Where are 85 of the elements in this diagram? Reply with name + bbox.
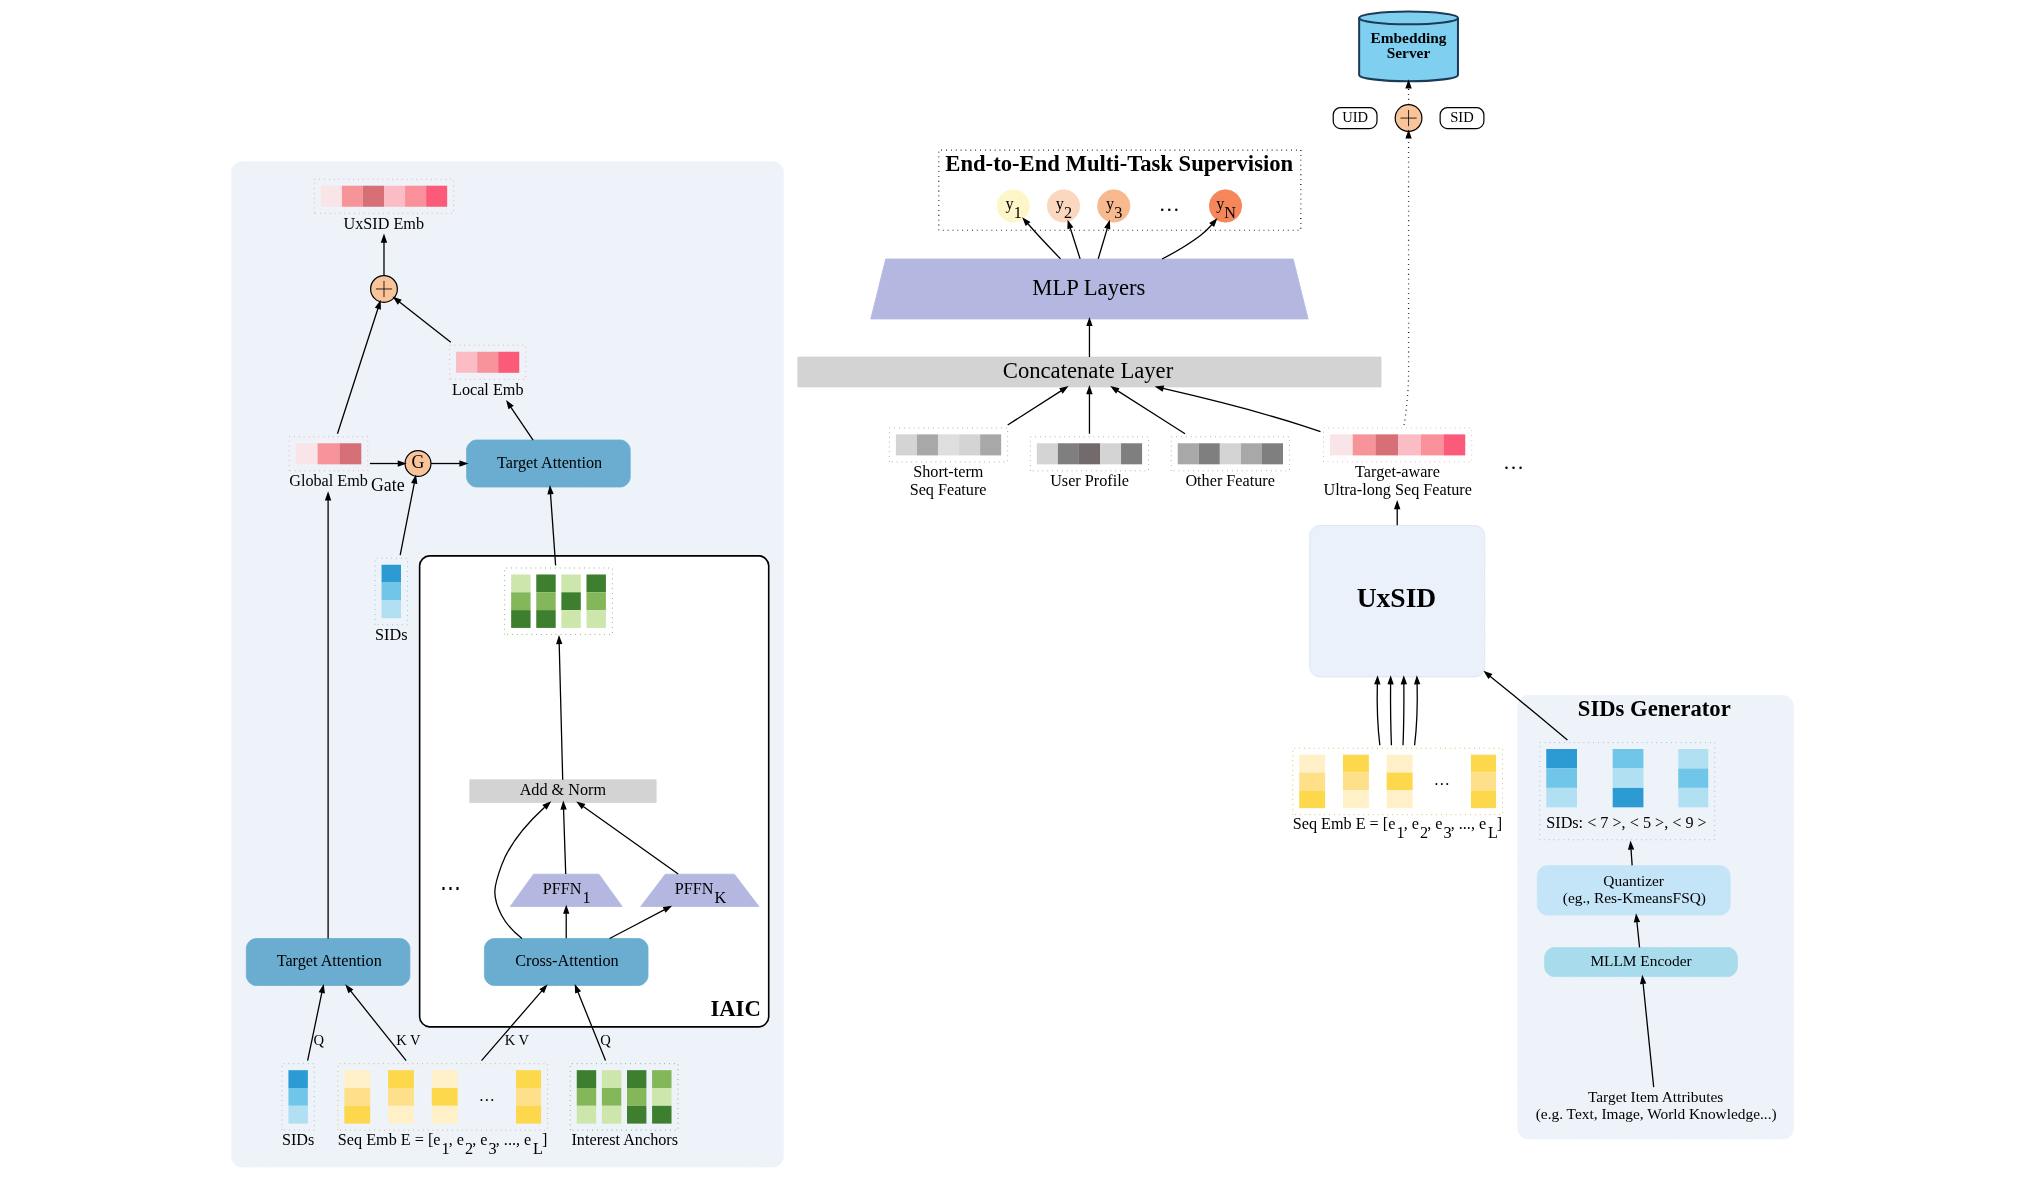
arrow (1483, 670, 1569, 741)
edge-label: K V (504, 1031, 530, 1048)
node-label: User Profile (1050, 472, 1129, 491)
arrow (1161, 218, 1218, 260)
node-label: Target-aware Ultra-long Seq Feature (1323, 463, 1472, 500)
node-box: UxSID (1309, 525, 1486, 678)
arrow (399, 474, 418, 556)
arrow (345, 984, 407, 1062)
node-box (449, 344, 527, 380)
node-box (569, 1063, 679, 1131)
node-box: … (337, 1063, 548, 1131)
arrow (1067, 219, 1081, 260)
node-box: Quantizer (eg., Res-KmeansFSQ) (1536, 865, 1731, 916)
arrow (576, 801, 679, 875)
node-label: Gate (371, 474, 405, 495)
arrow (430, 460, 469, 467)
arrow (494, 801, 552, 940)
node-box (1170, 436, 1290, 472)
node-box (1323, 427, 1473, 463)
arrow (1374, 675, 1381, 746)
arrow (1403, 129, 1412, 426)
arrow (563, 904, 570, 939)
arrow (1086, 385, 1093, 435)
node-box: MLLM Encoder (1544, 947, 1738, 977)
node-box: Target Attention (466, 439, 631, 488)
node-box: MLP Layers (870, 258, 1309, 320)
arrow (1400, 675, 1408, 746)
arrow (324, 491, 332, 940)
arrow (1007, 386, 1069, 426)
arrow (336, 300, 381, 435)
arrow (1086, 317, 1093, 358)
label: ⋯ (440, 876, 462, 901)
label: … (1502, 449, 1524, 474)
arrow (1097, 219, 1111, 260)
node-label: Other Feature (1185, 472, 1275, 491)
node-box (889, 427, 1009, 463)
arrow (574, 984, 607, 1062)
node-circle: G (404, 449, 432, 478)
arrow (1627, 840, 1635, 867)
node-box (374, 557, 408, 626)
node-label: Global Emb (289, 472, 368, 491)
arrow (392, 296, 452, 343)
node-text: Target Item Attributes (e.g. Text, Image, World Knowledge...) (1535, 1087, 1777, 1122)
arrow (1633, 913, 1641, 949)
node-box: … (1292, 747, 1503, 816)
node-circle (370, 275, 398, 303)
node-box (504, 567, 613, 635)
arrow (1022, 217, 1062, 260)
node-box: UID (1332, 106, 1378, 130)
arrow (369, 460, 407, 467)
arrow (306, 983, 325, 1062)
arrow (1413, 675, 1421, 746)
arrow (380, 233, 388, 277)
cluster (231, 161, 784, 1168)
node-label: Local Emb (452, 380, 524, 399)
arrow (547, 485, 557, 566)
node-box: SID (1439, 106, 1485, 130)
arrow (1110, 386, 1186, 435)
node-box: Cross-Attention (484, 938, 649, 986)
node-box: Target Attention (245, 938, 411, 986)
label: … (1158, 192, 1180, 217)
arrow (560, 800, 567, 875)
node-box (288, 436, 369, 472)
arrow (480, 984, 548, 1062)
node-box (1029, 436, 1149, 472)
arrow (1640, 974, 1655, 1088)
edge-label: Q (313, 1031, 325, 1048)
edge-label: Q (600, 1031, 611, 1048)
node-box: Add & Norm (469, 779, 657, 803)
edge-label: K V (396, 1031, 421, 1048)
node-label: SIDs (281, 1131, 315, 1150)
arrow (1154, 385, 1322, 433)
arrow (556, 635, 564, 781)
arrow (1387, 675, 1394, 746)
node-label: Interest Anchors (571, 1131, 679, 1150)
node-box (281, 1063, 315, 1131)
node-label: Short-term Seq Feature (909, 463, 987, 500)
arrow (608, 905, 673, 940)
arrow (506, 400, 534, 441)
node-circle (1394, 104, 1423, 133)
node-box (313, 178, 455, 214)
node-box: SIDs: < 7 >, < 5 >, < 9 > (1539, 742, 1716, 841)
node-box: Concatenate Layer (797, 356, 1382, 388)
node-label: SIDs (375, 626, 408, 645)
node-label: UxSID Emb (343, 214, 424, 233)
